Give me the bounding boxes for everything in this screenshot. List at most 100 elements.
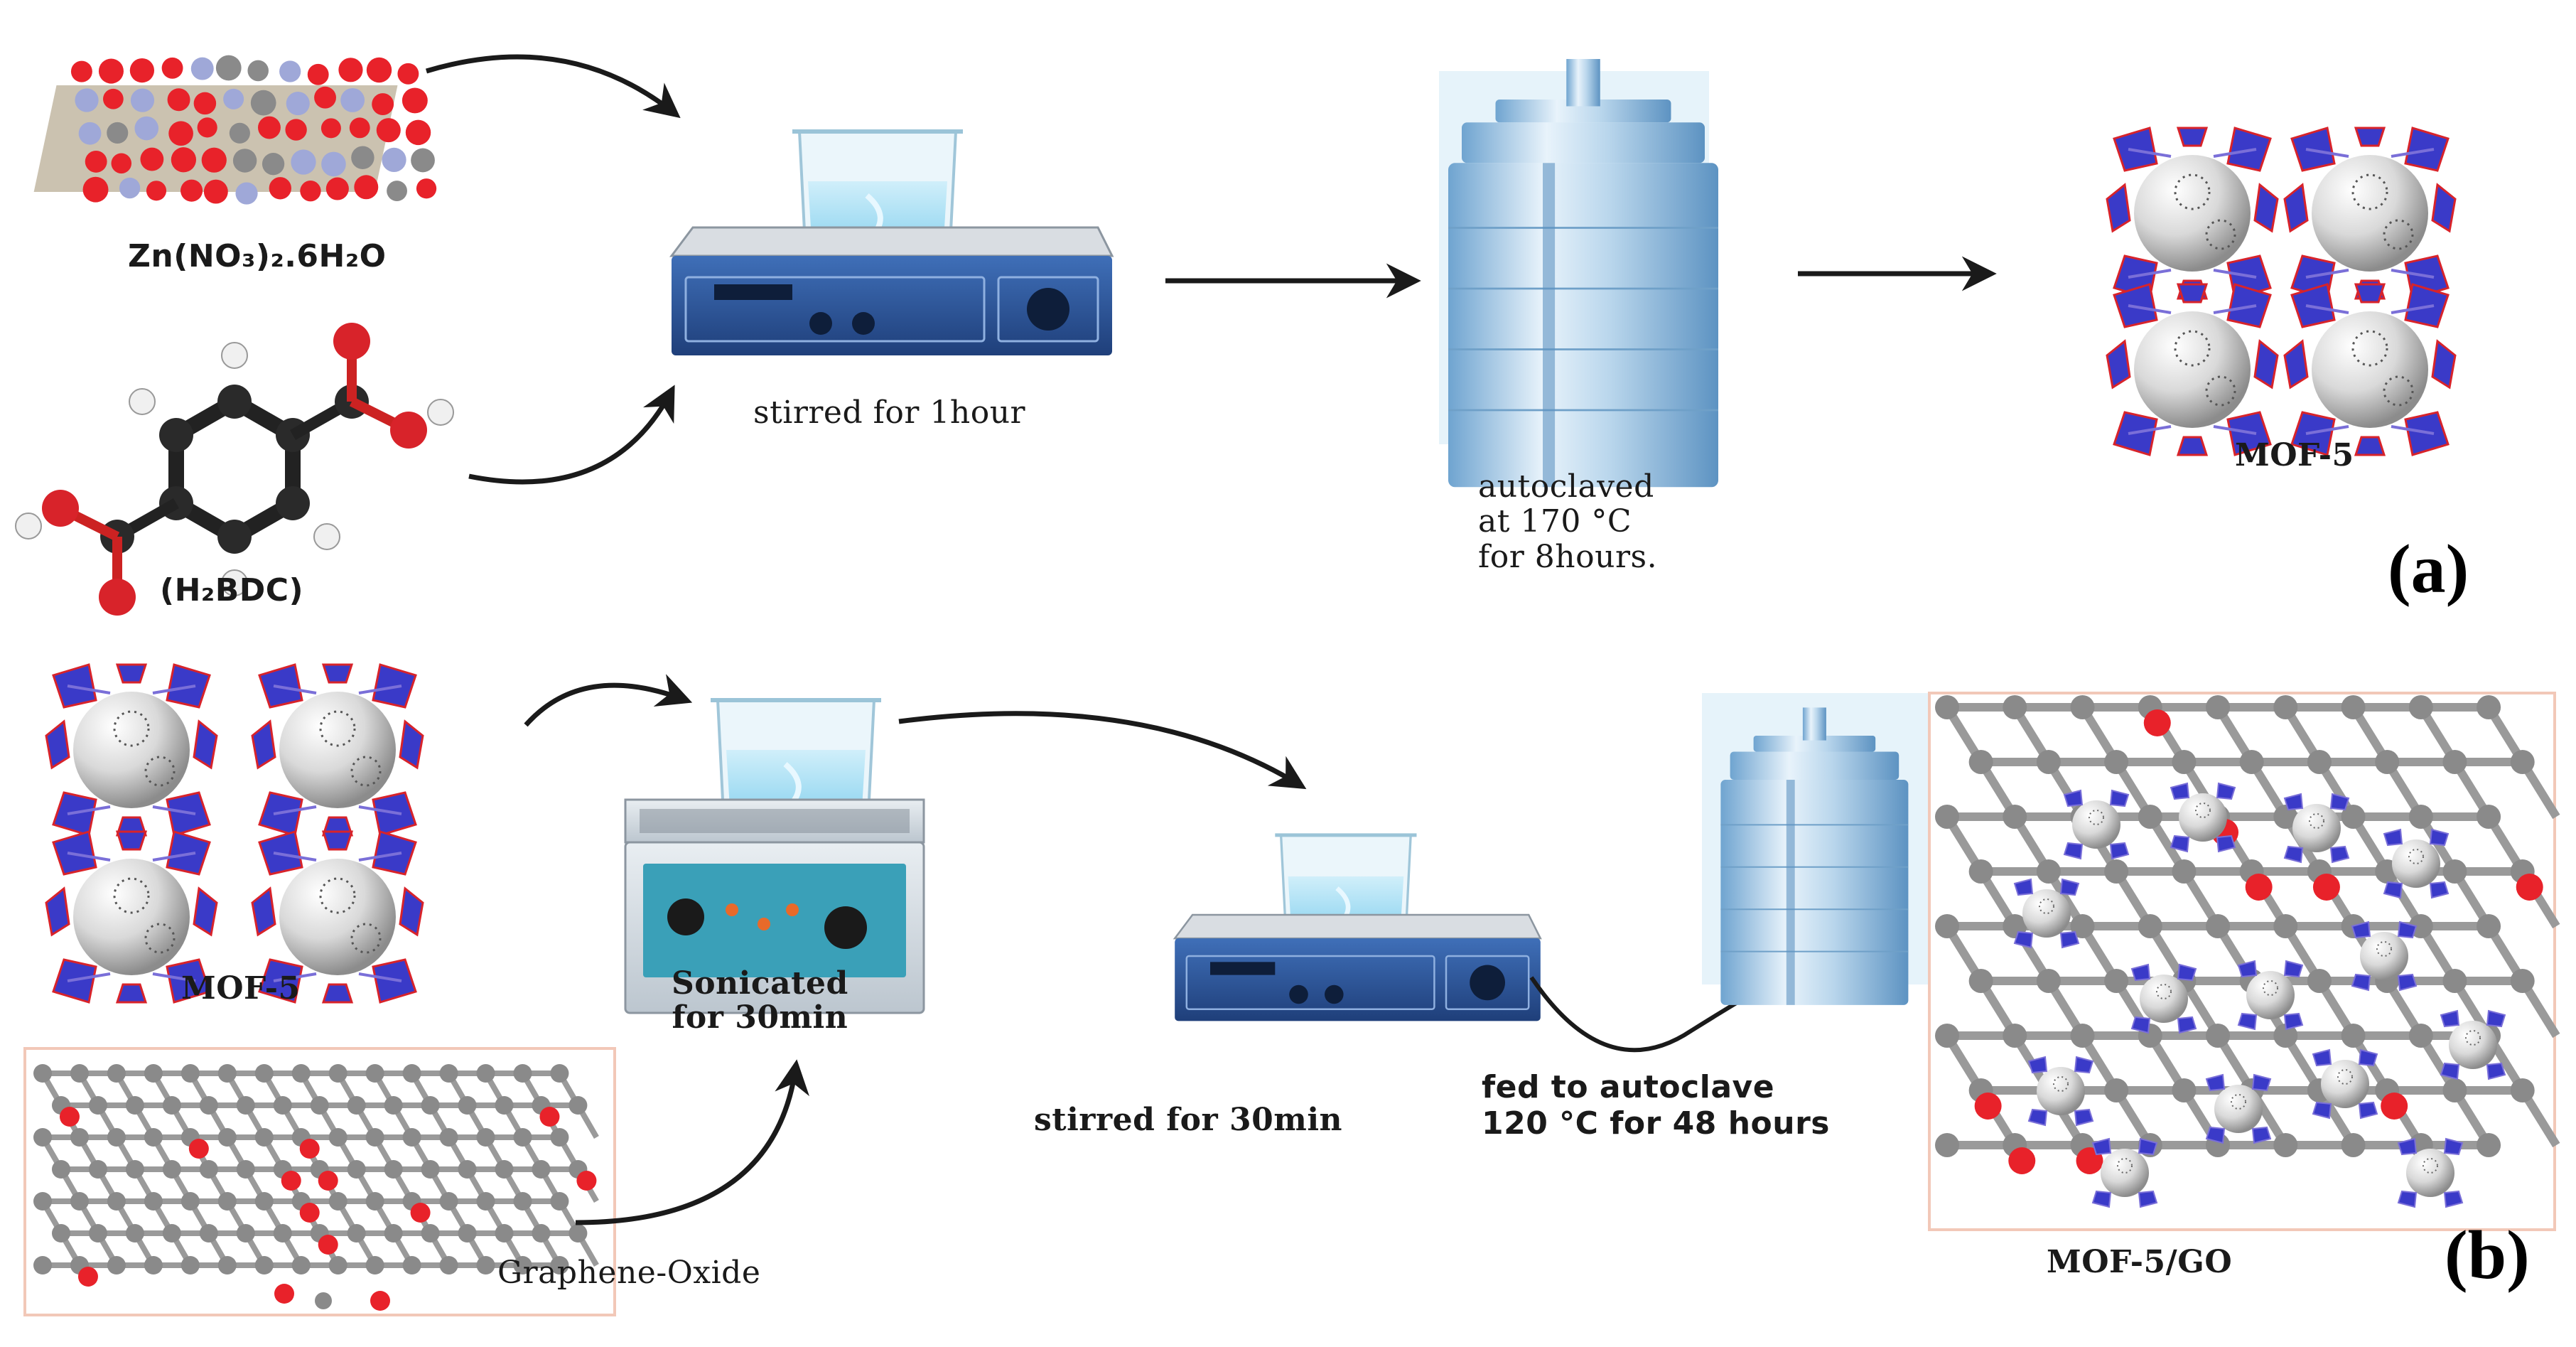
- carbon-atom: [88, 1160, 107, 1179]
- autoclave-label-b-line1: fed to autoclave: [1482, 1069, 1775, 1105]
- atom: [257, 116, 281, 139]
- oxygen-atom: [77, 1267, 98, 1287]
- carbon-atom: [2070, 914, 2095, 938]
- carbon-atom: [513, 1256, 532, 1274]
- carbon-atom: [2104, 969, 2129, 993]
- atom: [279, 60, 301, 82]
- arrow-mof-to-sonicator: [524, 674, 693, 727]
- oxygen-atom: [188, 1139, 209, 1159]
- carbon-atom: [328, 1256, 347, 1274]
- atom: [286, 92, 310, 116]
- carbon-atom: [2239, 750, 2264, 774]
- carbon-atom: [2003, 805, 2027, 829]
- carbon-atom: [180, 1256, 200, 1274]
- autoclave-label-a-line3: for 8hours.: [1478, 538, 1658, 575]
- mof-particle: [2092, 1138, 2157, 1208]
- carbon-atom: [550, 1256, 569, 1274]
- oxygen-atom: [299, 1203, 320, 1223]
- atom: [387, 181, 407, 201]
- mof-go-product-label: MOF-5/GO: [2047, 1244, 2233, 1280]
- oxygen-atom: [2008, 1147, 2036, 1174]
- carbon-atom: [384, 1224, 403, 1243]
- carbon-atom: [2341, 1024, 2366, 1048]
- atom: [354, 175, 379, 200]
- carbon-atom: [315, 1292, 332, 1309]
- atom: [235, 182, 258, 205]
- atom: [291, 149, 316, 175]
- sonicate-label: Sonicated for 30min: [672, 966, 848, 1036]
- carbon-atom: [2206, 1024, 2231, 1048]
- mof-particle: [2131, 964, 2197, 1034]
- mof-particle: [2312, 1049, 2378, 1119]
- mof-particle: [2170, 783, 2236, 852]
- carbon-atom: [70, 1192, 89, 1211]
- oxygen-atom: [59, 1107, 80, 1127]
- carbon-atom: [254, 1192, 274, 1211]
- carbon-atom: [2206, 914, 2231, 938]
- carbon-atom: [421, 1160, 440, 1179]
- carbon-atom: [2003, 695, 2027, 719]
- carbon-atom: [88, 1224, 107, 1243]
- carbon-atom: [495, 1224, 514, 1243]
- atom: [372, 93, 394, 116]
- carbon-atom: [273, 1096, 292, 1115]
- carbon-atom: [199, 1224, 218, 1243]
- carbon-atom: [2206, 695, 2231, 719]
- atom: [107, 122, 129, 144]
- carbon-atom: [236, 1096, 255, 1115]
- carbon-atom: [2138, 914, 2162, 938]
- atom: [201, 147, 227, 173]
- carbon-atom: [217, 1256, 237, 1274]
- mof-particle: [2014, 879, 2079, 948]
- carbon-atom: [476, 1256, 495, 1274]
- carbon-atom: [2273, 805, 2298, 829]
- autoclave-label-a-line1: autoclaved: [1478, 468, 1654, 505]
- carbon-atom: [2104, 1078, 2129, 1102]
- atom: [340, 87, 365, 112]
- oxygen-atom: [2245, 874, 2273, 901]
- atom: [376, 118, 401, 143]
- atom: [411, 148, 435, 173]
- atom: [70, 60, 92, 82]
- autoclave-label-b-line2: 120 °C for 48 hours: [1482, 1105, 1830, 1142]
- carbon-atom: [476, 1192, 495, 1211]
- carbon-atom: [458, 1160, 477, 1179]
- carbon-atom: [513, 1192, 532, 1211]
- mof-particle: [2383, 829, 2449, 898]
- carbon-atom: [365, 1256, 384, 1274]
- carbon-atom: [162, 1224, 181, 1243]
- graphene-oxide-label: Graphene-Oxide: [497, 1255, 761, 1291]
- ultrasonic-bath-icon: [624, 700, 925, 1014]
- carbon-atom: [125, 1160, 144, 1179]
- carbon-atom: [439, 1128, 458, 1147]
- linker-label: (H₂BDC): [160, 572, 304, 608]
- mof-particle: [2398, 1138, 2463, 1208]
- atom: [111, 153, 132, 174]
- carbon-atom: [1935, 1133, 1959, 1157]
- carbon-atom: [88, 1096, 107, 1115]
- atom: [349, 117, 370, 139]
- carbon-atom: [162, 1160, 181, 1179]
- autoclave-icon: [1439, 58, 1720, 488]
- carbon-atom: [33, 1256, 52, 1274]
- oxygen-atom: [299, 1139, 320, 1159]
- carbon-atom: [568, 1096, 588, 1115]
- carbon-atom: [532, 1224, 551, 1243]
- atom: [321, 151, 346, 177]
- arrow-go-to-sonicator: [575, 1059, 809, 1225]
- carbon-atom: [2341, 695, 2366, 719]
- carbon-atom: [144, 1064, 163, 1083]
- mof-particle: [2238, 960, 2303, 1030]
- carbon-atom: [180, 1064, 200, 1083]
- atom: [314, 86, 336, 109]
- atom: [320, 118, 341, 139]
- carbon-atom: [33, 1192, 52, 1211]
- carbon-atom: [236, 1160, 255, 1179]
- carbon-atom: [365, 1064, 384, 1083]
- atom: [140, 147, 164, 171]
- atom: [146, 181, 167, 201]
- carbon-atom: [107, 1128, 126, 1147]
- atom: [351, 146, 374, 169]
- carbon-atom: [254, 1064, 274, 1083]
- carbon-atom: [2104, 859, 2129, 884]
